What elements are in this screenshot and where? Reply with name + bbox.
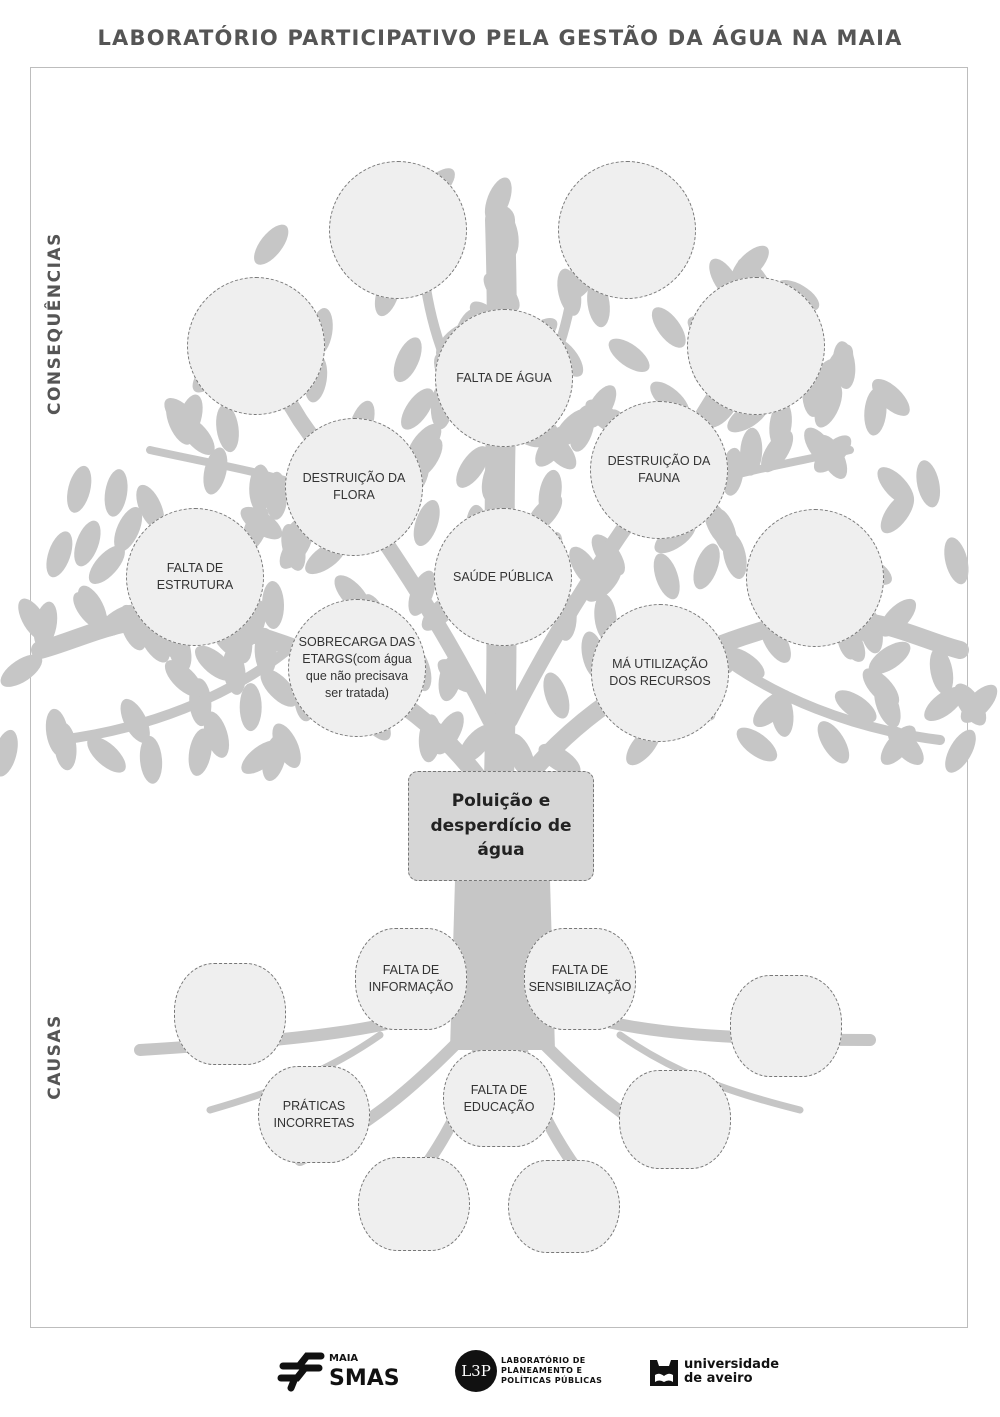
leaf <box>413 500 440 546</box>
leaf <box>924 686 965 722</box>
leaf <box>929 647 954 695</box>
ua-text-line: de aveiro <box>684 1371 753 1386</box>
leaf <box>651 307 686 348</box>
causes-label: CAUSAS <box>45 1014 65 1100</box>
leaf <box>0 729 18 777</box>
leaf <box>241 740 282 774</box>
consequence-empty[interactable] <box>746 509 884 647</box>
leaf <box>77 585 108 630</box>
leaf <box>693 543 720 590</box>
consequence-empty[interactable] <box>329 161 467 299</box>
leaf <box>393 337 422 383</box>
consequence-destruicao-flora[interactable]: DESTRUIÇÃO DA FLORA <box>285 418 423 556</box>
consequence-sobrecarga-etargs[interactable]: SOBRECARGA DAS ETARGS(com água que não p… <box>288 599 426 737</box>
ua-castle-icon <box>650 1360 678 1386</box>
leaf <box>653 553 680 600</box>
cause-praticas-incorretas[interactable]: PRÁTICAS INCORRETAS <box>258 1066 370 1163</box>
smas-mark-icon <box>277 1352 325 1392</box>
cause-falta-educacao[interactable]: FALTA DE EDUCAÇÃO <box>443 1050 555 1147</box>
leaf <box>954 683 987 726</box>
consequence-destruicao-fauna[interactable]: DESTRUIÇÃO DA FAUNA <box>590 401 728 539</box>
ua-text-line: universidade <box>684 1357 780 1373</box>
consequence-empty[interactable] <box>558 161 696 299</box>
leaf <box>104 469 128 517</box>
consequence-falta-estrutura[interactable]: FALTA DE ESTRUTURA <box>126 508 264 646</box>
ua-logo: universidade de aveiro <box>649 1358 779 1386</box>
leaf <box>401 388 434 430</box>
l3p-text-line: POLÍTICAS PÚBLICAS <box>501 1376 603 1385</box>
leaf <box>18 598 50 642</box>
leaf <box>823 344 854 389</box>
leaf <box>834 690 877 723</box>
l3p-text-line: LABORATÓRIO DE <box>501 1356 586 1365</box>
consequence-falta-de-agua[interactable]: FALTA DE ÁGUA <box>435 309 573 447</box>
leaf <box>916 460 941 508</box>
leaf <box>554 408 591 447</box>
leaf <box>88 545 125 584</box>
consequence-empty[interactable] <box>687 277 825 415</box>
leaf <box>456 446 489 488</box>
leaf <box>261 581 285 629</box>
leaf <box>0 654 43 687</box>
leaf <box>188 728 212 776</box>
leaf <box>817 721 850 764</box>
leaf <box>265 471 288 520</box>
leaf <box>814 382 843 428</box>
leaf <box>177 394 203 442</box>
cause-falta-sensibilizacao[interactable]: FALTA DE SENSIBILIZAÇÃO <box>524 928 636 1030</box>
page-title: LABORATÓRIO PARTICIPATIVO PELA GESTÃO DA… <box>97 26 903 50</box>
leaf <box>880 492 915 534</box>
l3p-logo: L3P LABORATÓRIO DE PLANEAMENTO E POLÍTIC… <box>455 1350 602 1392</box>
leaf <box>722 647 765 680</box>
cause-empty[interactable] <box>730 975 842 1077</box>
leaf <box>868 641 911 675</box>
central-problem[interactable]: Poluição e desperdício de água <box>408 771 594 881</box>
leaf <box>87 736 126 773</box>
leaf <box>740 427 763 476</box>
leaf <box>872 378 910 416</box>
consequence-saude-publica[interactable]: SAÚDE PÚBLICA <box>434 508 572 646</box>
smas-logo: MAIA SMAS <box>277 1352 400 1392</box>
cause-empty[interactable] <box>358 1157 470 1251</box>
cause-empty[interactable] <box>619 1070 731 1169</box>
leaf <box>608 338 650 372</box>
leaf <box>216 404 239 453</box>
leaf <box>736 727 778 762</box>
cause-empty[interactable] <box>508 1160 620 1253</box>
footer-logos: MAIA SMAS L3P LABORATÓRIO DE PLANEAMENTO… <box>0 1350 1000 1400</box>
leaf <box>945 729 976 773</box>
leaf <box>260 669 298 707</box>
leaf <box>585 563 622 602</box>
leaf <box>761 430 794 473</box>
leaf <box>195 645 235 681</box>
leaf <box>114 507 143 552</box>
leaf <box>540 430 577 470</box>
leaf <box>944 537 969 585</box>
smas-name: SMAS <box>329 1366 400 1391</box>
leaf <box>164 660 203 698</box>
smas-maia-text: MAIA <box>329 1353 359 1364</box>
leaf <box>753 690 791 728</box>
leaf <box>139 735 163 784</box>
leaf <box>862 668 900 707</box>
leaf <box>254 224 289 265</box>
consequence-ma-utilizacao[interactable]: MÁ UTILIZAÇÃO DOS RECURSOS <box>591 604 729 742</box>
leaf <box>543 672 570 719</box>
cause-empty[interactable] <box>174 963 286 1065</box>
leaf <box>142 625 184 658</box>
cause-falta-informacao[interactable]: FALTA DE INFORMAÇÃO <box>355 928 467 1030</box>
leaf <box>74 520 101 567</box>
l3p-text-line: PLANEAMENTO E <box>501 1366 583 1375</box>
leaf <box>239 683 262 732</box>
l3p-mark: L3P <box>455 1350 497 1392</box>
leaf <box>46 531 73 578</box>
consequence-empty[interactable] <box>187 277 325 415</box>
consequences-label: CONSEQUÊNCIAS <box>45 232 65 415</box>
leaf <box>240 506 283 540</box>
leaf <box>67 465 92 513</box>
